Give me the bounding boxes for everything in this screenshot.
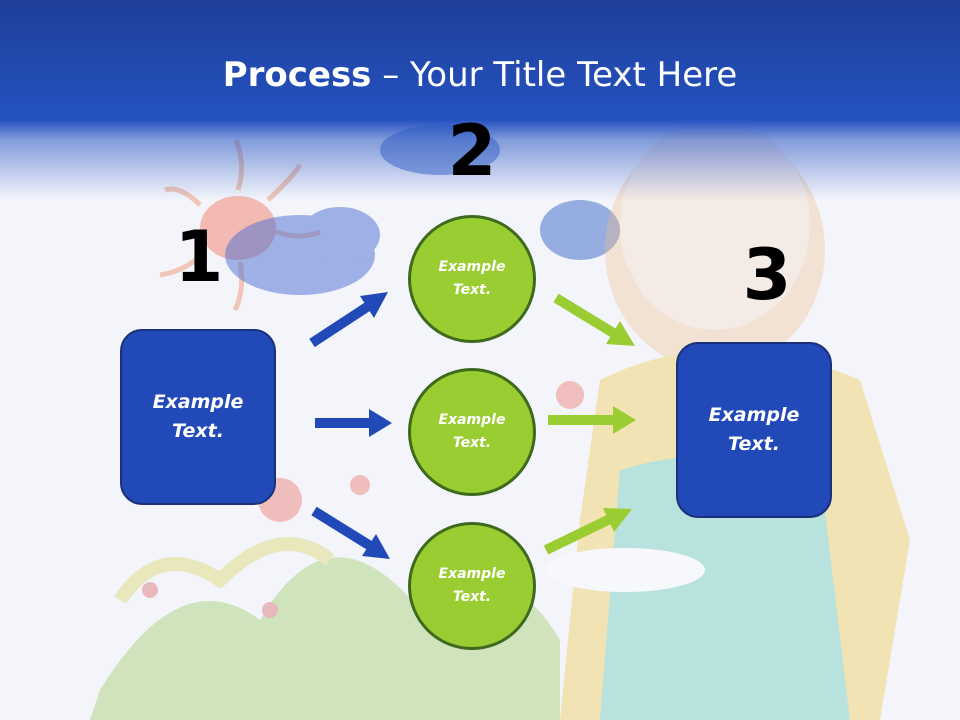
arrow-blue-down — [311, 506, 390, 559]
circle-1-line2: Text. — [452, 282, 492, 298]
step-number-1: 1 — [174, 216, 224, 298]
arrow-blue-right — [315, 409, 392, 437]
circle-3: Example Text. — [408, 522, 536, 650]
arrow-green-up — [543, 508, 632, 555]
arrow-green-down — [553, 293, 635, 346]
circle-3-line2: Text. — [452, 589, 492, 605]
step-1-text: Example Text. — [153, 388, 244, 446]
step-3-box: Example Text. — [676, 342, 832, 518]
step-1-text-line1: Example — [152, 391, 244, 413]
arrow-blue-up — [309, 292, 388, 348]
circle-1: Example Text. — [408, 215, 536, 343]
title-bold: Process — [222, 55, 372, 95]
circle-2-line2: Text. — [452, 435, 492, 451]
circle-2: Example Text. — [408, 368, 536, 496]
header-band — [0, 0, 960, 200]
step-1-text-line2: Text. — [172, 420, 224, 442]
step-1-box: Example Text. — [120, 329, 276, 505]
arrow-green-right — [548, 406, 636, 434]
step-3-text-line2: Text. — [728, 433, 780, 455]
step-3-text-line1: Example — [708, 404, 800, 426]
step-number-2: 2 — [447, 110, 497, 192]
title-rest: – Your Title Text Here — [371, 55, 738, 95]
step-number-3: 3 — [742, 234, 792, 316]
circle-3-line1: Example — [438, 566, 506, 582]
slide-title: Process – Your Title Text Here — [0, 50, 960, 100]
step-3-text: Example Text. — [709, 401, 800, 459]
circle-2-line1: Example — [438, 412, 506, 428]
circle-1-line1: Example — [438, 259, 506, 275]
